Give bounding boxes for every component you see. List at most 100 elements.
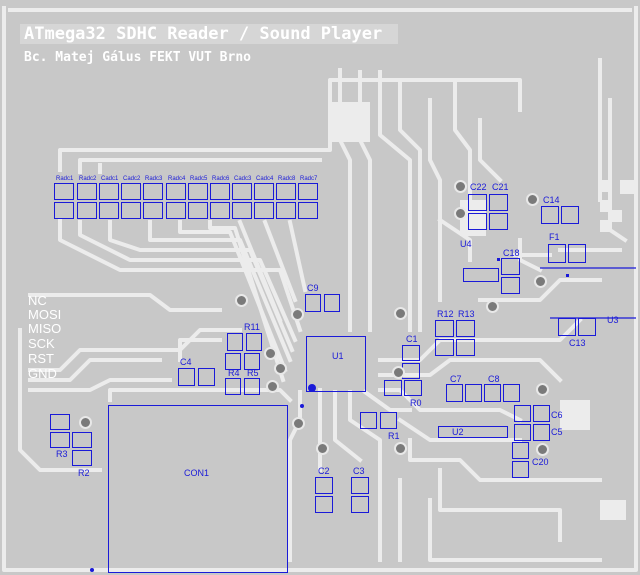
via <box>534 275 547 288</box>
pad <box>166 183 186 200</box>
label-r12: R12 <box>437 309 454 319</box>
label-cadc3: Cadc3 <box>234 176 252 182</box>
label-c21: C21 <box>492 182 509 192</box>
via <box>235 294 248 307</box>
label-cadc4: Cadc4 <box>256 176 274 182</box>
label-r2: R2 <box>78 468 90 478</box>
label-radc4: Radc4 <box>168 176 186 182</box>
pad <box>514 424 531 441</box>
label-r11: R11 <box>244 322 260 332</box>
pad <box>315 496 333 513</box>
pad <box>298 183 318 200</box>
pad <box>99 183 119 200</box>
pad <box>178 368 195 386</box>
pad <box>501 277 520 294</box>
pad <box>198 368 215 386</box>
pin-label-sck: SCK <box>28 336 55 351</box>
via <box>394 442 407 455</box>
c18-dot <box>497 258 500 261</box>
via <box>316 442 329 455</box>
pad <box>232 183 252 200</box>
label-radc7: Radc7 <box>300 176 318 182</box>
pad <box>143 183 163 200</box>
pad <box>512 461 529 478</box>
pad <box>489 213 508 230</box>
via <box>392 366 405 379</box>
label-cadc2: Cadc2 <box>123 176 141 182</box>
label-r0: R0 <box>410 398 422 408</box>
pad <box>512 442 529 459</box>
via <box>264 347 277 360</box>
label-c22: C22 <box>470 182 487 192</box>
label-f1: F1 <box>549 232 560 242</box>
label-u3: U3 <box>607 315 619 325</box>
label-r1: R1 <box>388 431 400 441</box>
label-c2: C2 <box>318 466 330 476</box>
label-radc6: Radc6 <box>212 176 230 182</box>
pad <box>324 294 340 312</box>
label-u1: U1 <box>332 351 344 361</box>
pad <box>276 202 296 219</box>
pad <box>188 202 208 219</box>
pad <box>166 202 186 219</box>
pin-label-rst: RST <box>28 351 54 366</box>
pad <box>121 202 141 219</box>
pad <box>468 213 487 230</box>
pin-label-nc: NC <box>28 293 47 308</box>
pad <box>503 384 520 402</box>
pad <box>246 333 262 351</box>
pad <box>351 496 369 513</box>
pad <box>210 183 230 200</box>
pad <box>244 378 260 395</box>
pad <box>276 183 296 200</box>
label-c9: C9 <box>307 283 319 293</box>
label-radc3: Radc3 <box>145 176 163 182</box>
pad <box>533 405 550 422</box>
via <box>536 443 549 456</box>
u1-pin1-marker <box>308 384 316 392</box>
pad <box>54 183 74 200</box>
via <box>454 207 467 220</box>
label-c4: C4 <box>180 357 192 367</box>
via <box>292 417 305 430</box>
label-radc8: Radc8 <box>278 176 296 182</box>
label-c1: C1 <box>406 334 418 344</box>
via <box>274 362 287 375</box>
label-cadc1: Cadc1 <box>101 176 119 182</box>
u2-chip <box>438 426 508 438</box>
pin-label-gnd: GND <box>28 366 57 381</box>
pad <box>121 183 141 200</box>
pad <box>435 339 454 356</box>
pad <box>468 194 487 211</box>
label-c18: C18 <box>503 248 520 258</box>
pad <box>225 353 241 370</box>
pad <box>533 424 550 441</box>
pad <box>50 432 70 448</box>
via <box>266 380 279 393</box>
via <box>454 180 467 193</box>
pad <box>435 320 454 337</box>
con1-connector <box>108 405 288 573</box>
pad <box>254 202 274 219</box>
pad <box>305 294 321 312</box>
pad <box>568 244 586 263</box>
via <box>526 193 539 206</box>
board-title: ATmega32 SDHC Reader / Sound Player <box>24 24 383 44</box>
pin-label-mosi: MOSI <box>28 307 62 322</box>
label-c20: C20 <box>532 457 549 467</box>
pad <box>99 202 119 219</box>
pad <box>558 318 576 336</box>
label-u2: U2 <box>452 427 464 437</box>
pin-label-miso: MISO <box>28 321 62 336</box>
label-r3: R3 <box>56 449 68 459</box>
via <box>79 416 92 429</box>
via <box>486 300 499 313</box>
pad <box>548 244 566 263</box>
u1-chip <box>306 336 366 392</box>
pad <box>465 384 482 402</box>
label-c8: C8 <box>488 374 500 384</box>
pad <box>514 405 531 422</box>
f1-dot <box>566 274 569 277</box>
pad <box>188 183 208 200</box>
